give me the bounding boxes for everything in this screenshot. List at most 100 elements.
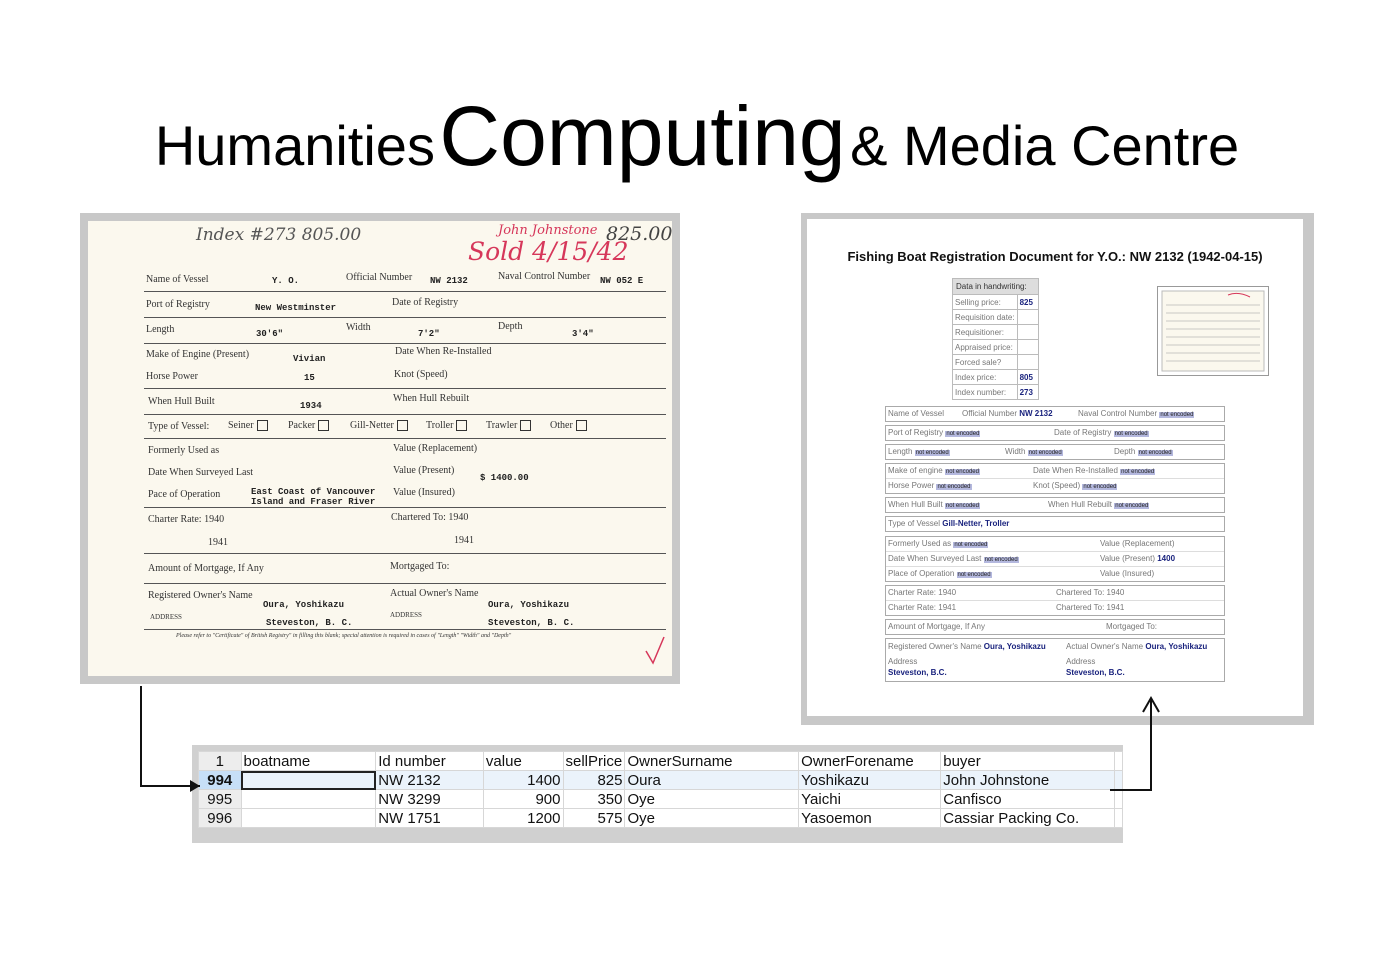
label-surveyed: Date When Surveyed Last xyxy=(148,467,254,478)
header-row: 1 boatname Id number value sellPrice Own… xyxy=(198,751,1123,771)
cell-id-number[interactable]: NW 1751 xyxy=(375,808,484,828)
value-address-left: Steveston, B. C. xyxy=(266,618,353,628)
label-hull-built: When Hull Built xyxy=(148,396,215,407)
value-depth: 3'4" xyxy=(572,329,594,339)
cell-boatname[interactable] xyxy=(240,770,377,790)
column-header[interactable]: sellPrice xyxy=(562,751,626,771)
r-value-present: Value (Present) xyxy=(1100,554,1155,563)
cell-sell-price[interactable]: 350 xyxy=(562,789,626,809)
form-thumbnail-icon xyxy=(1161,290,1265,372)
r-value-present-cell: Value (Present) 1400 xyxy=(1100,554,1175,563)
table-row: Date When Surveyed Last not encoded Valu… xyxy=(886,552,1224,567)
cell-boatname[interactable] xyxy=(240,808,377,828)
row-number[interactable]: 996 xyxy=(198,808,242,828)
value-operation-line1: East Coast of Vancouver xyxy=(251,487,376,497)
type-gill-netter-label: Gill-Netter xyxy=(350,420,394,431)
value-official-number: NW 2132 xyxy=(430,276,468,286)
type-other: Other xyxy=(550,420,587,432)
cell-owner-forename[interactable]: Yasoemon xyxy=(798,808,942,828)
section-values: Formerly Used as not encoded Value (Repl… xyxy=(885,536,1225,582)
r-official-number: Official Number xyxy=(962,409,1017,418)
handwriting-data-table: Data in handwriting: Selling price:825 R… xyxy=(952,278,1039,400)
table-row: 996 NW 1751 1200 575 Oye Yasoemon Cassia… xyxy=(198,808,1123,828)
r-chartered-1940: Chartered To: 1940 xyxy=(1056,588,1125,597)
cell-value[interactable]: 1200 xyxy=(482,808,564,828)
form-rule xyxy=(144,629,666,630)
hw-value: 273 xyxy=(1016,384,1039,400)
column-header[interactable]: OwnerForename xyxy=(798,751,942,771)
arrowhead-up-icon xyxy=(1142,695,1160,713)
r-naval-control-cell: Naval Control Number not encoded xyxy=(1078,409,1195,418)
label-mortgage: Amount of Mortgage, If Any xyxy=(148,563,264,574)
form-rule xyxy=(144,343,666,344)
cell-sell-price[interactable]: 825 xyxy=(562,770,626,790)
r-port-cell: Port of Registry not encoded xyxy=(888,428,981,437)
rendered-document-panel: Fishing Boat Registration Document for Y… xyxy=(801,213,1314,725)
title-computing: Computing xyxy=(439,89,846,183)
column-header[interactable]: buyer xyxy=(940,751,1116,771)
cell-buyer[interactable]: John Johnstone xyxy=(940,770,1116,790)
rendered-document-title: Fishing Boat Registration Document for Y… xyxy=(847,249,1263,264)
r-address-right-value: Steveston, B.C. xyxy=(1066,668,1125,677)
cell-buyer[interactable]: Cassiar Packing Co. xyxy=(940,808,1116,828)
checkbox-seiner xyxy=(256,420,268,432)
cell-id-number[interactable]: NW 2132 xyxy=(375,770,484,790)
document-thumbnail[interactable] xyxy=(1157,286,1269,376)
rendered-document-page: Fishing Boat Registration Document for Y… xyxy=(807,219,1303,716)
checkbox-gill-netter xyxy=(396,420,408,432)
r-knot-cell: Knot (Speed) not encoded xyxy=(1033,481,1118,490)
section-vessel-id: Name of Vessel Official Number NW 2132 N… xyxy=(885,406,1225,422)
cell-sell-price[interactable]: 575 xyxy=(562,808,626,828)
r-make-engine: Make of engine xyxy=(888,466,943,475)
r-address-right: Address xyxy=(1066,657,1096,666)
value-port: New Westminster xyxy=(255,303,337,313)
table-row: Port of Registry not encoded Date of Reg… xyxy=(886,426,1224,440)
cell-id-number[interactable]: NW 3299 xyxy=(375,789,484,809)
label-engine: Make of Engine (Present) xyxy=(146,349,250,360)
r-knot: Knot (Speed) xyxy=(1033,481,1081,490)
red-check-icon xyxy=(645,636,665,665)
form-rule xyxy=(144,583,666,584)
r-reg-owner-value: Oura, Yoshikazu xyxy=(983,642,1046,651)
cell-owner-forename[interactable]: Yaichi xyxy=(798,789,942,809)
not-encoded-badge: not encoded xyxy=(944,503,980,509)
cell-value[interactable]: 900 xyxy=(482,789,564,809)
row-number[interactable]: 1 xyxy=(198,751,242,771)
label-chartered-to: Chartered To: 1940 xyxy=(391,512,469,523)
table-row: Charter Rate: 1941 Chartered To: 1941 xyxy=(886,601,1224,615)
row-number[interactable]: 995 xyxy=(198,789,242,809)
label-registered-owner: Registered Owner's Name xyxy=(148,590,253,601)
r-hull-built: When Hull Built xyxy=(888,500,943,509)
column-header[interactable]: Id number xyxy=(375,751,484,771)
r-act-owner-value: Oura, Yoshikazu xyxy=(1145,642,1208,651)
value-address-right: Steveston, B. C. xyxy=(488,618,575,628)
label-actual-owner: Actual Owner's Name xyxy=(390,588,479,599)
cell-owner-surname[interactable]: Oye xyxy=(624,808,800,828)
column-header[interactable]: boatname xyxy=(240,751,377,771)
r-date-registry-cell: Date of Registry not encoded xyxy=(1054,428,1149,437)
checkbox-trawler xyxy=(520,420,532,432)
type-gill-netter: Gill-Netter xyxy=(350,420,408,432)
label-operation: Pace of Operation xyxy=(148,489,221,500)
arrow-scan-to-sheet xyxy=(140,686,200,787)
spreadsheet-panel: 1 boatname Id number value sellPrice Own… xyxy=(192,745,1123,843)
label-value-insured: Value (Insured) xyxy=(393,487,455,498)
value-operation-line2: Island and Fraser River xyxy=(251,497,376,507)
section-type: Type of Vessel Gill-Netter, Troller xyxy=(885,516,1225,532)
value-width: 7'2" xyxy=(418,329,440,339)
handwritten-price: 825.00 xyxy=(606,223,672,245)
type-troller: Troller xyxy=(426,420,468,432)
r-charter-1940: Charter Rate: 1940 xyxy=(888,588,957,597)
r-chartered-1941: Chartered To: 1941 xyxy=(1056,603,1125,612)
r-naval-control: Naval Control Number xyxy=(1078,409,1158,418)
type-troller-label: Troller xyxy=(426,420,454,431)
r-value-present-value: 1400 xyxy=(1157,554,1176,563)
r-date-registry: Date of Registry xyxy=(1054,428,1112,437)
spreadsheet-table: 1 boatname Id number value sellPrice Own… xyxy=(198,751,1123,828)
not-encoded-badge: not encoded xyxy=(1113,431,1149,437)
form-footnote: Please refer to "Certificate" of British… xyxy=(176,633,512,639)
form-rule xyxy=(144,388,666,389)
scanned-registration-form: Index #273 805.00 John Johnstone 825.00 … xyxy=(80,213,680,684)
cell-buyer[interactable]: Canfisco xyxy=(940,789,1116,809)
